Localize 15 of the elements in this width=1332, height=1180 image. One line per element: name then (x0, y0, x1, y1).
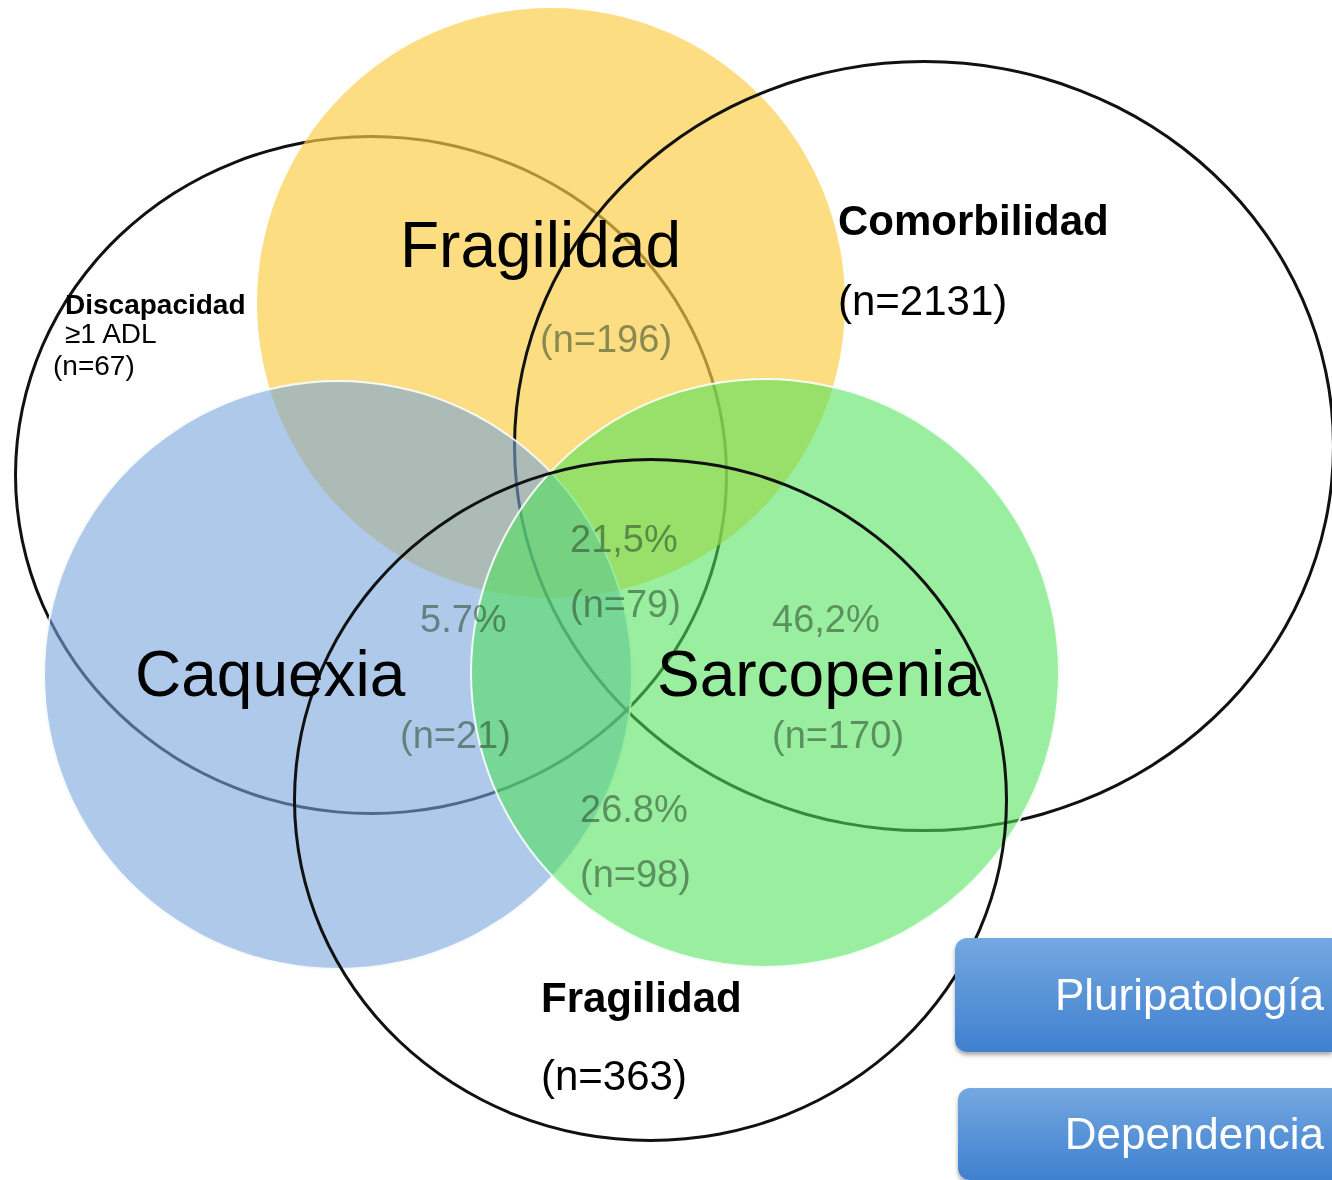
category-box: Pluripatología (955, 938, 1332, 1052)
count-label: (n=196) (540, 320, 673, 358)
circle-label: (n=363) (541, 1055, 687, 1097)
circle-label: Fragilidad (541, 977, 742, 1019)
count-label: (n=79) (570, 585, 681, 623)
percentage-label: 26.8% (580, 790, 688, 828)
count-label: (n=98) (580, 855, 691, 893)
circle-label: Comorbilidad (838, 200, 1109, 242)
percentage-label: 46,2% (772, 600, 880, 638)
circle-label: (n=67) (53, 352, 135, 380)
count-label: (n=170) (772, 716, 905, 754)
percentage-label: 21,5% (570, 520, 678, 558)
category-box: Dependencia (958, 1088, 1332, 1180)
circle-label: (n=2131) (838, 280, 1008, 322)
circle-label: Discapacidad ≥1 ADL (65, 290, 247, 349)
